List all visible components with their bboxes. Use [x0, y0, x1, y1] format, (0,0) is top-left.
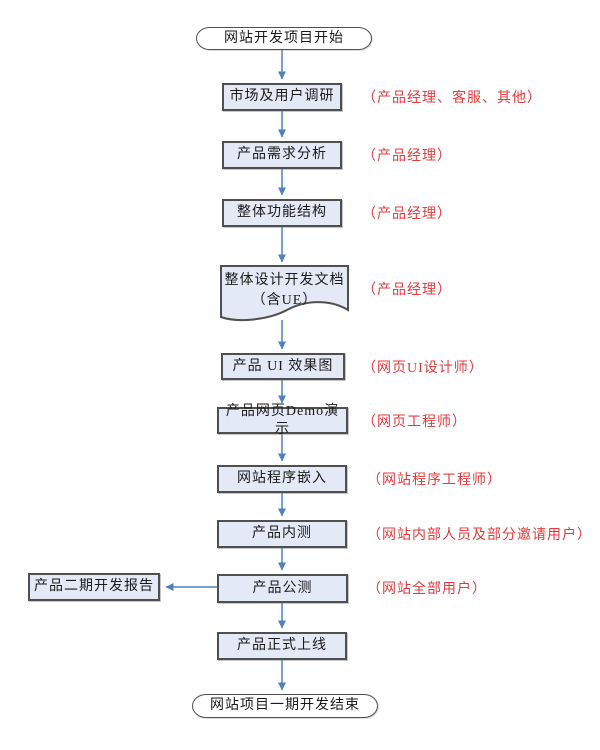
document-design-doc: 整体设计开发文档 （含UE）: [221, 268, 348, 314]
process-label: 产品公测: [252, 580, 313, 596]
process-public-beta: 产品公测: [217, 574, 348, 603]
start-label: 网站开发项目开始: [224, 30, 344, 46]
start-terminator: 网站开发项目开始: [196, 27, 372, 50]
process-official-launch: 产品正式上线: [217, 632, 347, 660]
annotation-ui-mockup: （网页UI设计师）: [362, 361, 484, 376]
connectors: [165, 50, 286, 691]
process-market-research: 市场及用户调研: [222, 83, 342, 111]
process-web-demo: 产品网页Demo演示: [217, 404, 348, 437]
process-label: 产品二期开发报告: [34, 579, 154, 595]
annotation-market-research: （产品经理、客服、其他）: [362, 91, 542, 106]
end-terminator: 网站项目一期开发结束: [192, 694, 378, 718]
document-label-line1: 整体设计开发文档: [224, 272, 345, 288]
annotation-function-structure: （产品经理）: [362, 207, 452, 222]
process-ui-mockup: 产品 UI 效果图: [221, 353, 345, 380]
process-requirement-analysis: 产品需求分析: [222, 141, 342, 169]
annotation-design-doc: （产品经理）: [362, 283, 452, 298]
process-label: 市场及用户调研: [229, 89, 335, 105]
annotation-internal-test: （网站内部人员及部分邀请用户）: [367, 528, 592, 543]
annotation-program-embed: （网站程序工程师）: [367, 473, 502, 488]
annotation-public-beta: （网站全部用户）: [367, 582, 487, 597]
process-program-embed: 网站程序嵌入: [217, 465, 347, 493]
process-function-structure: 整体功能结构: [222, 199, 342, 227]
end-label: 网站项目一期开发结束: [210, 698, 360, 714]
process-label: 网站程序嵌入: [237, 471, 327, 487]
process-label: 产品内测: [252, 526, 312, 542]
document-shape: [220, 265, 349, 322]
process-label: 产品正式上线: [237, 638, 327, 654]
process-label: 产品网页Demo演示: [225, 404, 340, 437]
annotation-requirement-analysis: （产品经理）: [362, 149, 452, 164]
annotation-web-demo: （网页工程师）: [362, 415, 467, 430]
process-label: 产品需求分析: [237, 147, 327, 163]
process-phase2-report: 产品二期开发报告: [28, 573, 160, 601]
process-internal-test: 产品内测: [217, 520, 347, 548]
document-label-line2: （含UE）: [251, 293, 318, 308]
process-label: 整体功能结构: [237, 205, 327, 221]
process-label: 产品 UI 效果图: [232, 358, 334, 374]
